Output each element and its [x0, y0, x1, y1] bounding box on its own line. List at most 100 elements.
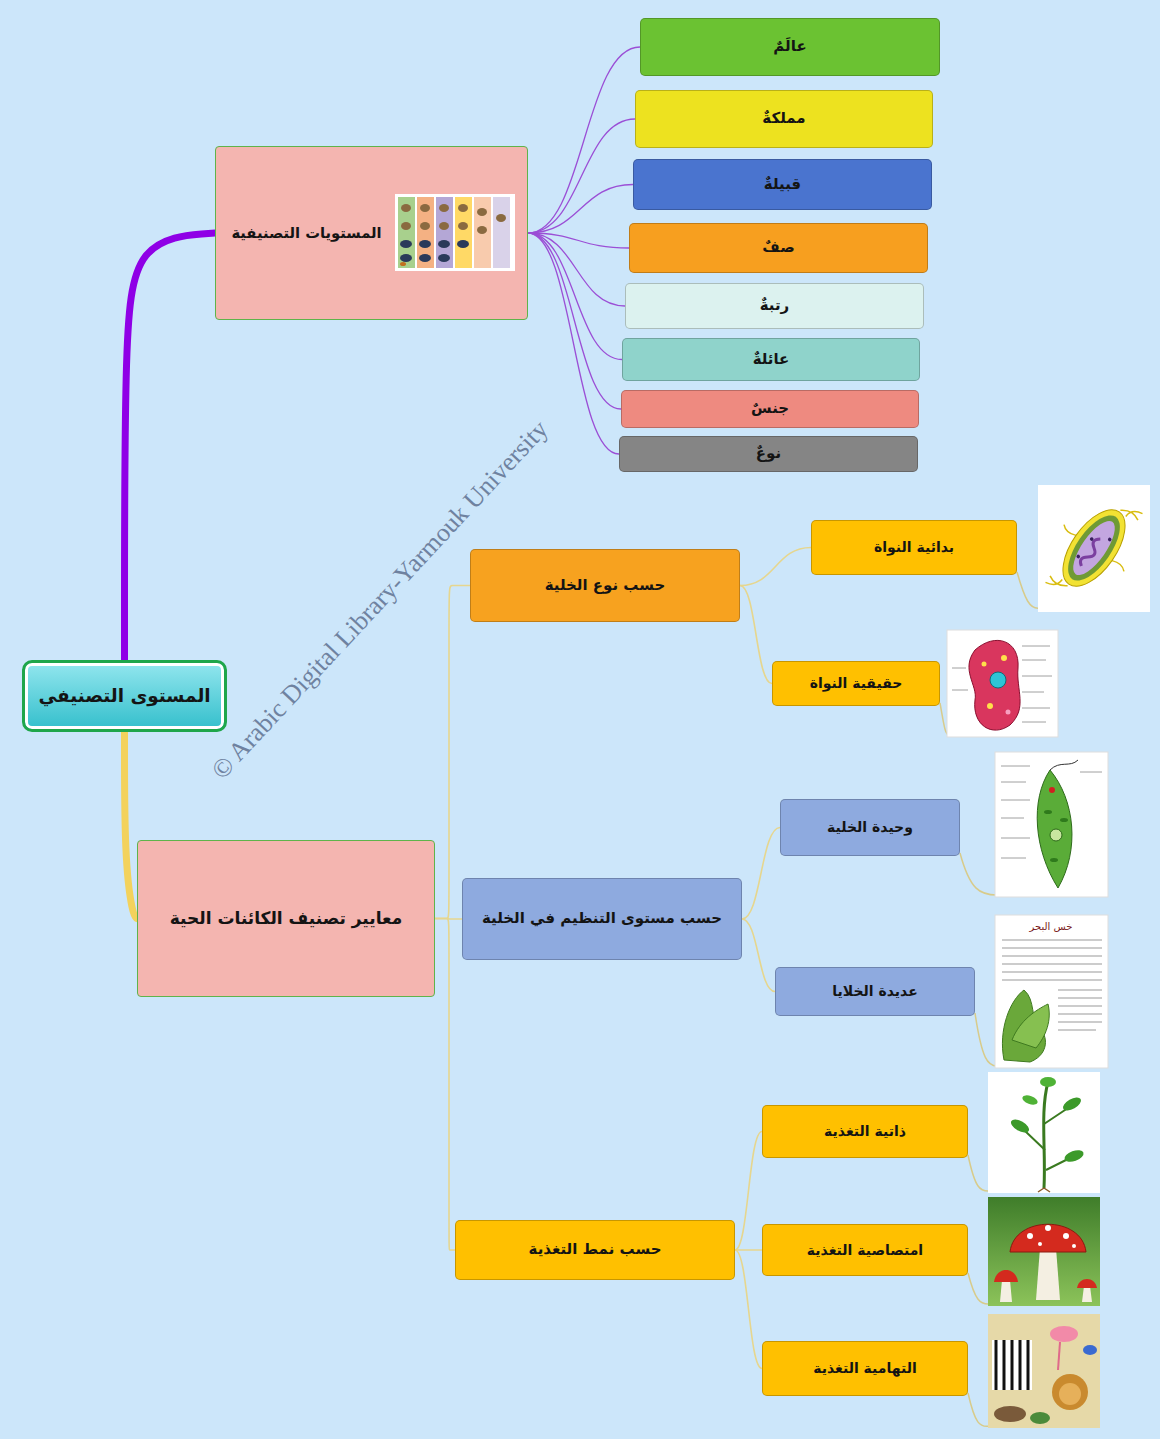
connector — [528, 233, 619, 454]
absorptive-picture — [994, 1270, 1018, 1282]
classification-levels-picture — [458, 204, 468, 212]
topic-box: حسب نوع الخلية — [470, 549, 740, 622]
heterotroph-picture — [992, 1340, 1032, 1390]
classification-levels-picture — [474, 197, 491, 268]
bacterium-picture — [1058, 507, 1129, 589]
classification-levels-picture — [439, 222, 449, 230]
eukaryotic-cell-picture — [952, 668, 966, 669]
root-node: المستوى التصنيفي — [22, 660, 227, 732]
topic-box: امتصاصية التغذية — [762, 1224, 968, 1276]
connector — [528, 233, 622, 360]
node-label: عديدة الخلايا — [832, 982, 917, 1000]
heterotroph-picture — [1052, 1374, 1088, 1410]
autotroph-picture — [1024, 1108, 1070, 1170]
multicellular-picture — [1002, 955, 1102, 956]
bacterium-picture — [1038, 485, 1150, 612]
absorptive-picture — [1063, 1233, 1069, 1239]
multicellular-picture — [1058, 1029, 1096, 1030]
topic-box: حسب مستوى التنظيم في الخلية — [462, 878, 742, 960]
node-label: رتبةٌ — [760, 296, 790, 316]
eukaryotic-cell-picture — [947, 630, 1058, 737]
bacterium-picture — [1089, 537, 1094, 542]
connector — [528, 185, 633, 234]
multicellular-picture — [1058, 997, 1102, 998]
picture-caption: خس البحر — [1030, 921, 1073, 932]
heterotroph-picture — [996, 1340, 1028, 1390]
absorptive-picture — [1010, 1224, 1086, 1252]
connector — [528, 119, 635, 233]
node-label: نوعٌ — [756, 444, 781, 464]
unicellular-picture — [1060, 818, 1068, 822]
bacterium-picture — [1031, 480, 1157, 615]
eukaryotic-cell-picture — [1022, 676, 1052, 677]
unicellular-picture — [1001, 838, 1030, 839]
connector — [435, 919, 455, 1251]
node-label: معايير تصنيف الكائنات الحية — [170, 907, 402, 929]
autotroph-picture — [1021, 1094, 1039, 1107]
unicellular-picture — [1044, 810, 1052, 814]
absorptive-picture — [1082, 1286, 1092, 1302]
classification-levels-picture — [477, 208, 487, 216]
classification-levels-picture — [436, 197, 453, 268]
unicellular-picture — [1001, 818, 1024, 819]
classification-levels-picture — [439, 204, 449, 212]
topic-box: مملكةٌ — [635, 90, 933, 148]
node-label: مملكةٌ — [762, 109, 805, 129]
unicellular-picture — [1050, 829, 1062, 841]
absorptive-picture — [1077, 1279, 1097, 1288]
topic-box: بدائية النواة — [811, 520, 1017, 575]
eukaryotic-cell-picture — [1006, 710, 1011, 715]
unicellular-picture — [1050, 760, 1078, 770]
classification-levels-picture — [401, 222, 411, 230]
classification-levels-picture — [417, 197, 434, 268]
multicellular-picture — [1058, 1005, 1102, 1006]
unicellular-picture — [995, 752, 1108, 897]
bacterium-picture — [1076, 554, 1081, 559]
eukaryotic-cell-picture — [1022, 660, 1046, 661]
leader-lines — [968, 1155, 990, 1191]
leader-lines — [1017, 572, 1040, 608]
topic-box: حسب نمط التغذية — [455, 1220, 735, 1280]
classification-levels-picture — [398, 197, 415, 268]
autotroph-picture — [988, 1072, 1100, 1193]
multicellular-picture — [1058, 989, 1102, 990]
connector — [435, 586, 470, 919]
leader-lines — [960, 853, 997, 895]
node-label: امتصاصية التغذية — [807, 1241, 923, 1259]
eukaryotic-cell-picture — [1001, 655, 1007, 661]
multicellular-picture — [995, 915, 1108, 1068]
heterotroph-picture — [1059, 1383, 1081, 1405]
autotroph-picture — [988, 1072, 1100, 1193]
autotroph-picture — [1063, 1148, 1085, 1164]
node-label: عالَمٌ — [773, 37, 806, 57]
bacterium-picture — [1031, 480, 1157, 615]
autotroph-picture — [1044, 1082, 1048, 1188]
node-label: جنسٌ — [751, 399, 789, 419]
classification-levels-picture — [400, 240, 469, 262]
absorptive-picture — [1045, 1225, 1051, 1231]
node-label: بدائية النواة — [874, 538, 954, 556]
topic-box: عالَمٌ — [640, 18, 940, 76]
bacterium-picture — [1078, 537, 1103, 569]
connector — [735, 1249, 762, 1251]
node-label: ذاتية التغذية — [824, 1122, 906, 1140]
unicellular-picture — [1001, 782, 1026, 783]
node-label: المستوى التصنيفي — [38, 684, 210, 708]
node-label: التهامية التغذية — [813, 1359, 917, 1377]
connector — [735, 1250, 762, 1369]
autotroph-picture — [1009, 1117, 1031, 1136]
classification-levels-picture — [493, 197, 510, 268]
classification-levels-picture — [438, 254, 450, 262]
multicellular-picture — [1058, 1021, 1102, 1022]
classification-levels-picture — [458, 222, 468, 230]
eukaryotic-cell-picture — [987, 703, 993, 709]
node-label: حسب مستوى التنظيم في الخلية — [482, 909, 722, 929]
heterotroph-picture — [994, 1406, 1026, 1422]
multicellular-picture — [1002, 939, 1102, 940]
eukaryotic-cell-picture — [990, 672, 1006, 688]
connector — [528, 233, 625, 306]
classification-levels-picture — [400, 254, 412, 262]
heterotroph-picture — [1058, 1342, 1060, 1370]
heterotroph-picture — [988, 1314, 1100, 1428]
